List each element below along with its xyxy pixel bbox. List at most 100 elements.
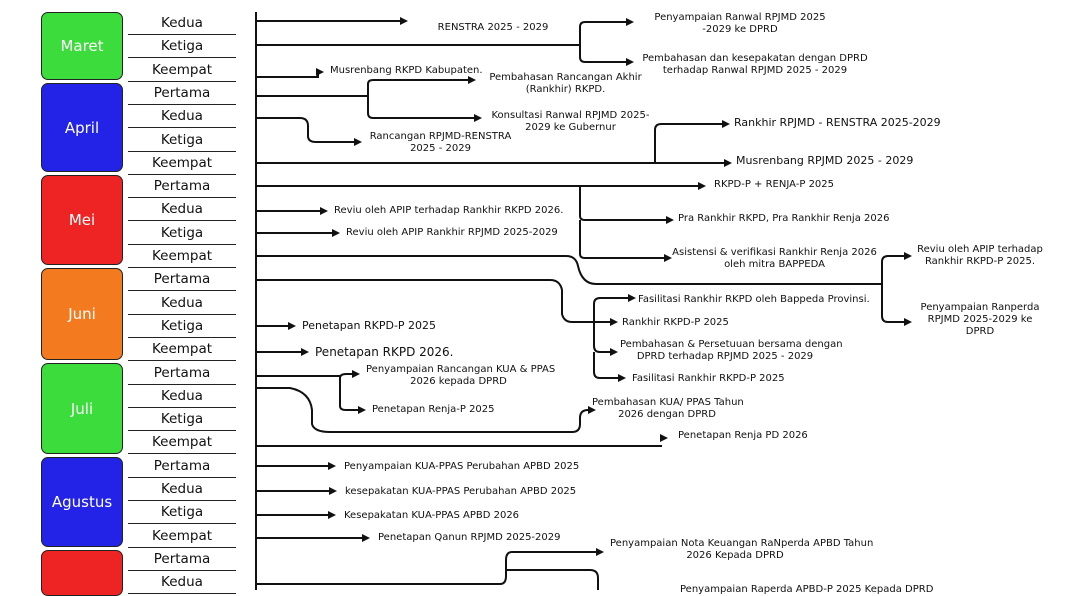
arrow-head <box>320 207 328 215</box>
month-juli: Juli <box>41 363 123 454</box>
label-fasilitasi-rkpd-p: Fasilitasi Rankhir RKPD-P 2025 <box>632 373 785 384</box>
week-row: Ketiga <box>128 35 236 59</box>
label-musrenbang-rpjmd: Musrenbang RPJMD 2025 - 2029 <box>736 154 914 167</box>
week-row: Pertama <box>128 268 236 292</box>
label-rankhir-rkpd-p: Rankhir RKPD-P 2025 <box>622 317 729 328</box>
week-row: Keempat <box>128 59 236 82</box>
label-kesepakatan-perubahan: kesepakatan KUA-PPAS Perubahan APBD 2025 <box>345 486 577 497</box>
week-row: Kedua <box>128 12 236 35</box>
label-penyampaian-ranwal: Penyampaian Ranwal RPJMD 2025 -2029 ke D… <box>654 12 826 35</box>
month-juni: Juni <box>41 268 123 360</box>
arrow-head <box>660 434 668 442</box>
week-row: Keempat <box>128 338 236 362</box>
week-row: Keempat <box>128 431 236 455</box>
week-row: Kedua <box>128 292 236 315</box>
connector-line <box>881 284 906 323</box>
week-row: Pertama <box>128 548 236 571</box>
connector-line <box>339 376 360 411</box>
month-mei: Mei <box>41 175 123 265</box>
connector-line <box>256 117 356 143</box>
label-rancangan-rpjmd: Rancangan RPJMD-RENSTRA 2025 - 2029 <box>369 131 512 154</box>
label-kesepakatan-apbd: Kesepakatan KUA-PPAS APBD 2026 <box>344 510 520 521</box>
arrow-head <box>904 318 912 326</box>
label-reviu-rpjmd: Reviu oleh APIP Rankhir RPJMD 2025-2029 <box>346 227 558 238</box>
connector-line <box>367 96 476 119</box>
label-fasilitasi-prov: Fasilitasi Rankhir RKPD oleh Bappeda Pro… <box>638 294 870 305</box>
connector-line <box>579 220 666 259</box>
connector-line <box>593 352 620 379</box>
label-konsultasi-ranwal: Konsultasi Ranwal RPJMD 2025- 2029 ke Gu… <box>491 110 650 133</box>
week-row: Kedua <box>128 105 236 129</box>
arrow-head <box>904 252 912 260</box>
connector-line <box>579 186 668 221</box>
label-reviu-rkpd-2026: Reviu oleh APIP terhadap Rankhir RKPD 20… <box>334 205 564 216</box>
month-maret: Maret <box>41 12 123 80</box>
arrow-head <box>610 348 618 356</box>
arrow-head <box>722 120 730 128</box>
connector-line <box>506 569 599 590</box>
connector-line <box>256 255 882 285</box>
label-penetapan-renja-p: Penetapan Renja-P 2025 <box>372 404 495 415</box>
week-row: Kedua <box>128 385 236 408</box>
label-reviu-rkpd-p: Reviu oleh APIP terhadap Rankhir RKPD-P … <box>917 244 1043 267</box>
label-musrenbang-rkpd: Musrenbang RKPD Kabupaten. <box>330 65 483 76</box>
week-row: Ketiga <box>128 315 236 338</box>
label-penetapan-qanun: Penetapan Qanun RPJMD 2025-2029 <box>378 532 561 543</box>
week-row: Ketiga <box>128 222 236 245</box>
arrow-head <box>301 348 309 356</box>
week-row: Pertama <box>128 362 236 385</box>
label-pembahasan-kua: Pembahasan KUA/ PPAS Tahun 2026 dengan D… <box>592 397 744 420</box>
label-pembahasan-persetujuan: Pembahasan & Persetuuan bersama dengan D… <box>620 339 843 362</box>
arrow-head <box>588 406 596 414</box>
arrow-head <box>354 138 362 146</box>
arrow-head <box>352 370 360 378</box>
label-penyampaian-kua-perubahan: Penyampaian KUA-PPAS Perubahan APBD 2025 <box>344 461 580 472</box>
connector-line <box>593 297 630 322</box>
week-row: Pertama <box>128 455 236 478</box>
arrow-head <box>358 406 366 414</box>
connector-line <box>579 45 628 63</box>
week-row: Kedua <box>128 571 236 595</box>
label-penetapan-rkpd-p: Penetapan RKPD-P 2025 <box>302 319 437 332</box>
label-penyampaian-nota: Penyampaian Nota Keuangan RaNperda APBD … <box>610 538 874 561</box>
arrow-head <box>329 487 337 495</box>
label-penyampaian-raperda: Penyampaian Raperda APBD-P 2025 Kepada D… <box>680 584 934 595</box>
week-row: Keempat <box>128 525 236 548</box>
week-row: Keempat <box>128 245 236 268</box>
arrow-head <box>328 511 336 519</box>
connector-line <box>654 123 724 163</box>
arrow-head <box>664 254 672 262</box>
label-pembahasan-rankhir: Pembahasan Rancangan Akhir (Rankhir) RKP… <box>489 72 642 95</box>
month-april: April <box>41 83 123 172</box>
connector-line <box>339 373 354 379</box>
arrow-head <box>400 17 408 25</box>
label-penetapan-renja-pd: Penetapan Renja PD 2026 <box>678 430 808 441</box>
arrow-head <box>316 68 324 76</box>
arrow-head <box>362 534 370 542</box>
connector-line <box>579 21 628 45</box>
connector-line <box>256 387 590 433</box>
week-row: Pertama <box>128 175 236 199</box>
arrow-head <box>474 114 482 122</box>
label-asistensi: Asistensi & verifikasi Rankhir Renja 202… <box>672 247 877 270</box>
arrow-head <box>626 18 634 26</box>
label-pra-rankhir: Pra Rankhir RKPD, Pra Rankhir Renja 2026 <box>678 213 890 224</box>
arrow-head <box>618 374 626 382</box>
connector-line <box>256 279 612 323</box>
connector-line <box>256 551 598 585</box>
connector-line <box>367 79 470 96</box>
connector-line <box>881 255 906 284</box>
arrow-head <box>332 229 340 237</box>
week-row: Pertama <box>128 82 236 105</box>
week-row: Kedua <box>128 198 236 222</box>
arrow-head <box>628 294 636 302</box>
label-pembahasan-ranwal: Pembahasan dan kesepakatan dengan DPRD t… <box>642 53 868 76</box>
week-row: Ketiga <box>128 501 236 525</box>
arrow-head <box>596 548 604 556</box>
arrow-head <box>288 322 296 330</box>
label-penetapan-rkpd-2026: Penetapan RKPD 2026. <box>315 345 454 359</box>
label-penyampaian-kua: Penyampaian Rancangan KUA & PPAS 2026 ke… <box>366 364 556 387</box>
connector-line <box>593 322 612 353</box>
